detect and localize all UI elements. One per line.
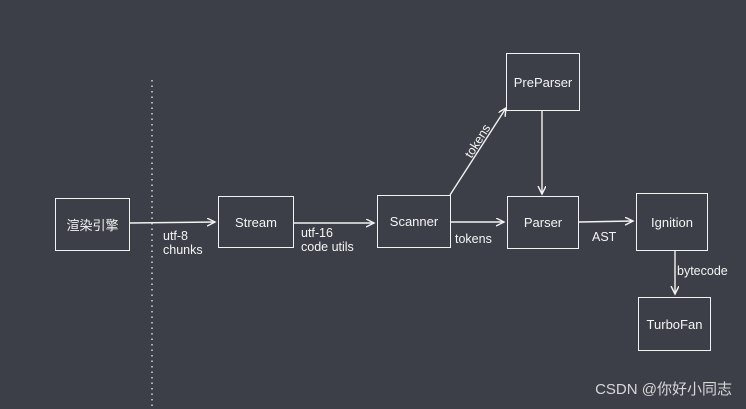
edge-label-stream-scanner-line2: code utils xyxy=(301,240,354,254)
node-render-engine-label: 渲染引擎 xyxy=(66,218,119,233)
node-stream-label: Stream xyxy=(235,214,277,230)
node-ignition: Ignition xyxy=(636,193,708,251)
edge-label-stream-scanner-line1: utf-16 xyxy=(301,226,333,240)
edge-label-stream-scanner: utf-16 code utils xyxy=(301,226,354,254)
node-render-engine: 渲染引擎 xyxy=(55,198,130,251)
node-ignition-label: Ignition xyxy=(651,214,693,230)
edge-label-engine-stream: utf-8 chunks xyxy=(163,229,203,257)
node-parser: Parser xyxy=(507,196,579,249)
node-turbofan: TurboFan xyxy=(638,297,711,351)
watermark: CSDN @你好小同志 xyxy=(595,381,732,398)
edge-label-scanner-parser: tokens xyxy=(455,232,492,246)
arrow-engine-to-stream xyxy=(129,222,215,223)
edge-label-ignition-turbofan-text: bytecode xyxy=(677,264,728,278)
node-stream: Stream xyxy=(218,196,294,248)
edge-label-ignition-turbofan: bytecode xyxy=(677,264,728,278)
edge-label-scanner-parser-text: tokens xyxy=(455,232,492,246)
node-preparser-label: PreParser xyxy=(513,74,573,90)
edge-label-parser-ignition: AST xyxy=(592,230,616,244)
arrow-scanner-to-preparser xyxy=(449,108,506,196)
node-parser-label: Parser xyxy=(523,215,563,230)
arrow-parser-to-ignition xyxy=(578,221,633,222)
node-preparser: PreParser xyxy=(506,53,580,111)
node-scanner: Scanner xyxy=(377,195,451,248)
node-turbofan-label: TurboFan xyxy=(646,316,703,332)
edge-label-engine-stream-line2: chunks xyxy=(163,243,203,257)
edge-label-engine-stream-line1: utf-8 xyxy=(163,229,189,243)
edge-label-parser-ignition-text: AST xyxy=(592,230,617,244)
node-scanner-label: Scanner xyxy=(389,214,439,229)
